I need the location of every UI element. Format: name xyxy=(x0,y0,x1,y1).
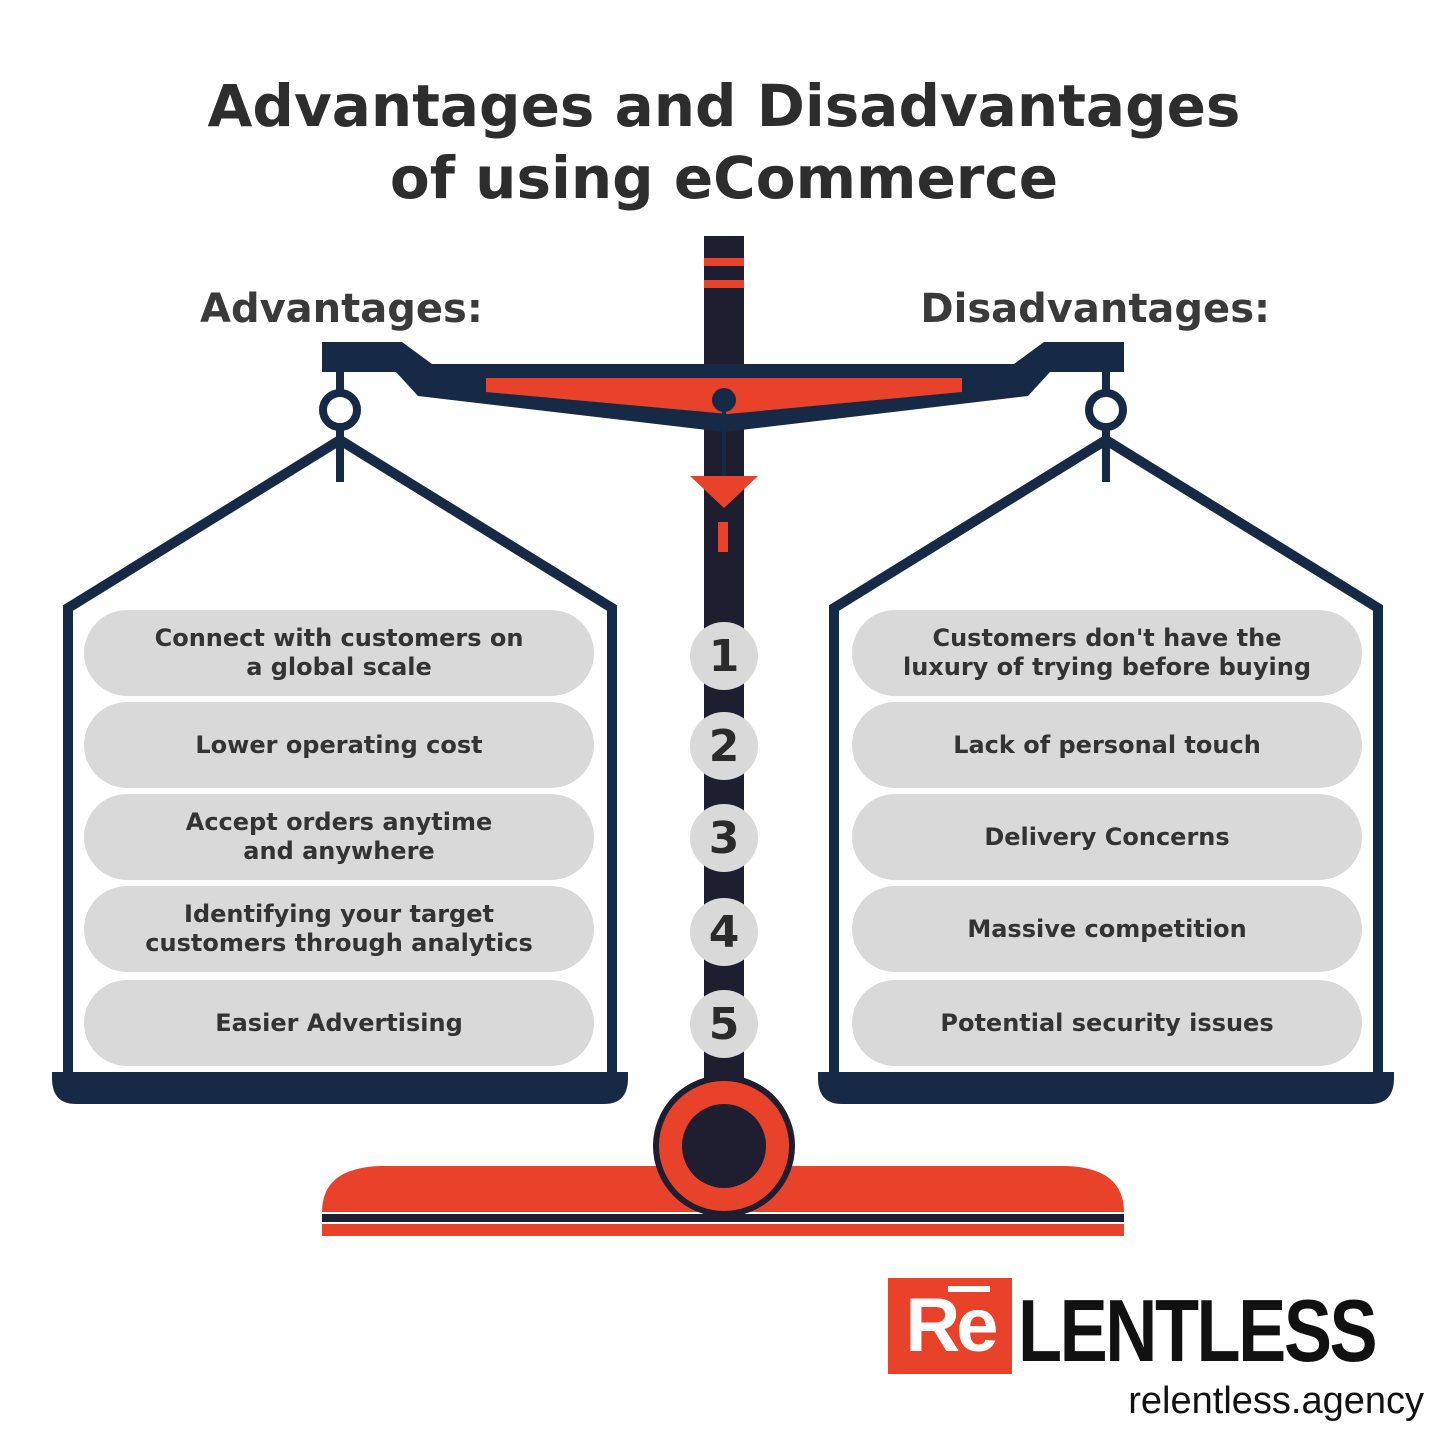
advantage-item: Lower operating cost xyxy=(84,702,594,788)
left-hanger-ring xyxy=(319,389,361,431)
stand-knob-inner xyxy=(682,1104,766,1188)
title-line-1: Advantages and Disadvantages xyxy=(207,72,1241,140)
logo-wordmark: LENTLESS xyxy=(1018,1281,1378,1380)
advantage-item: Connect with customers on a global scale xyxy=(84,610,594,696)
brand-url: relentless.agency xyxy=(1128,1380,1424,1422)
right-hanger-ring xyxy=(1085,389,1127,431)
advantages-heading: Advantages: xyxy=(200,286,483,332)
item-number: 1 xyxy=(690,622,758,690)
stand-base-stripe xyxy=(322,1214,1124,1222)
logo-mark: Re xyxy=(888,1278,1012,1374)
left-pan-frame xyxy=(63,434,617,1072)
pointer-mark xyxy=(718,522,728,552)
advantage-item: Identifying your target customers throug… xyxy=(84,886,594,972)
disadvantage-item: Massive competition xyxy=(852,886,1362,972)
item-number: 4 xyxy=(690,898,758,966)
disadvantage-item: Customers don't have the luxury of tryin… xyxy=(852,610,1362,696)
disadvantage-item: Potential security issues xyxy=(852,980,1362,1066)
logo-mark-bar xyxy=(948,1286,990,1292)
disadvantages-heading: Disadvantages: xyxy=(920,286,1270,332)
right-pan-frame xyxy=(829,434,1383,1072)
left-pan-base xyxy=(52,1072,628,1104)
advantage-item: Accept orders anytime and anywhere xyxy=(84,794,594,880)
item-number: 3 xyxy=(690,804,758,872)
pole-stripe-bottom xyxy=(704,280,744,288)
disadvantage-item: Lack of personal touch xyxy=(852,702,1362,788)
pole-stripe-top xyxy=(704,258,744,266)
relentless-logo: Re LENTLESS xyxy=(888,1278,1448,1380)
disadvantage-item: Delivery Concerns xyxy=(852,794,1362,880)
item-number: 2 xyxy=(690,712,758,780)
title-line-2: of using eCommerce xyxy=(389,144,1059,212)
infographic-title: Advantages and Disadvantages of using eC… xyxy=(0,70,1448,214)
stand-base-bottom xyxy=(322,1224,1124,1236)
logo-mark-text: Re xyxy=(905,1283,998,1368)
right-pan-base xyxy=(818,1072,1394,1104)
item-number: 5 xyxy=(690,990,758,1058)
pointer-triangle xyxy=(690,476,758,508)
advantage-item: Easier Advertising xyxy=(84,980,594,1066)
